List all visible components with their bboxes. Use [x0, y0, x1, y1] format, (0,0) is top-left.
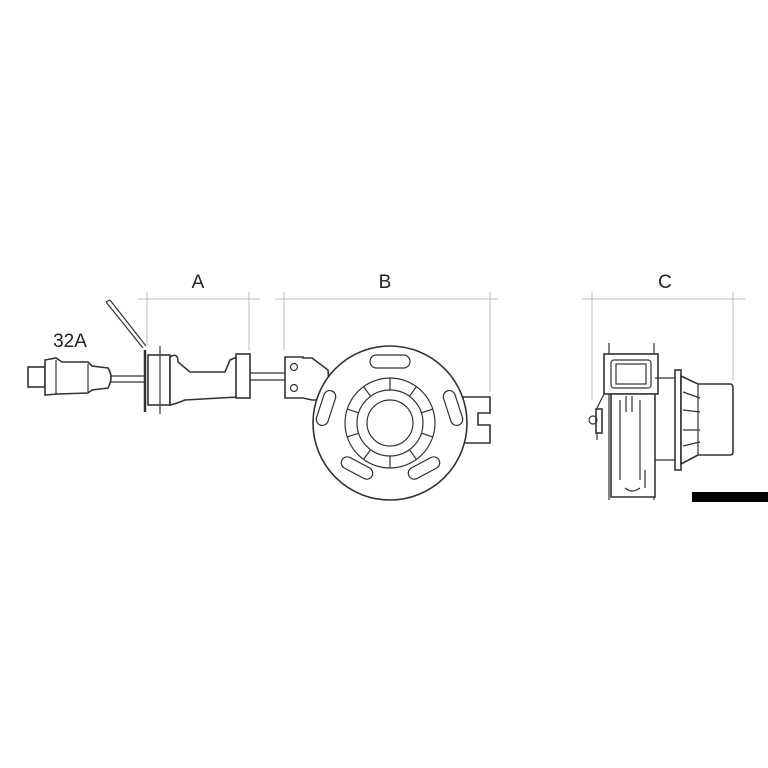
- scale-bar: [692, 492, 768, 502]
- hub-spoke: [408, 449, 417, 460]
- hub-spoke: [363, 449, 372, 460]
- reel-front-view: [284, 345, 491, 501]
- plug: [27, 357, 145, 396]
- dimension-b-label: B: [378, 272, 392, 293]
- rating-label: 32A: [53, 331, 87, 352]
- hub-spoke: [347, 408, 359, 414]
- hub-spoke: [363, 386, 372, 397]
- hub-spoke: [421, 408, 433, 414]
- dimension-a-label: A: [191, 272, 205, 293]
- dimension-a: [138, 292, 260, 350]
- dimension-b: [275, 292, 498, 392]
- dimension-c-label: C: [658, 272, 672, 293]
- hub-spoke: [347, 432, 359, 438]
- hub-spoke: [408, 386, 417, 397]
- dimension-c: [582, 292, 745, 400]
- reel-side-view: [588, 343, 734, 500]
- hub-spoke: [421, 432, 433, 438]
- socket-with-lid: [105, 299, 285, 414]
